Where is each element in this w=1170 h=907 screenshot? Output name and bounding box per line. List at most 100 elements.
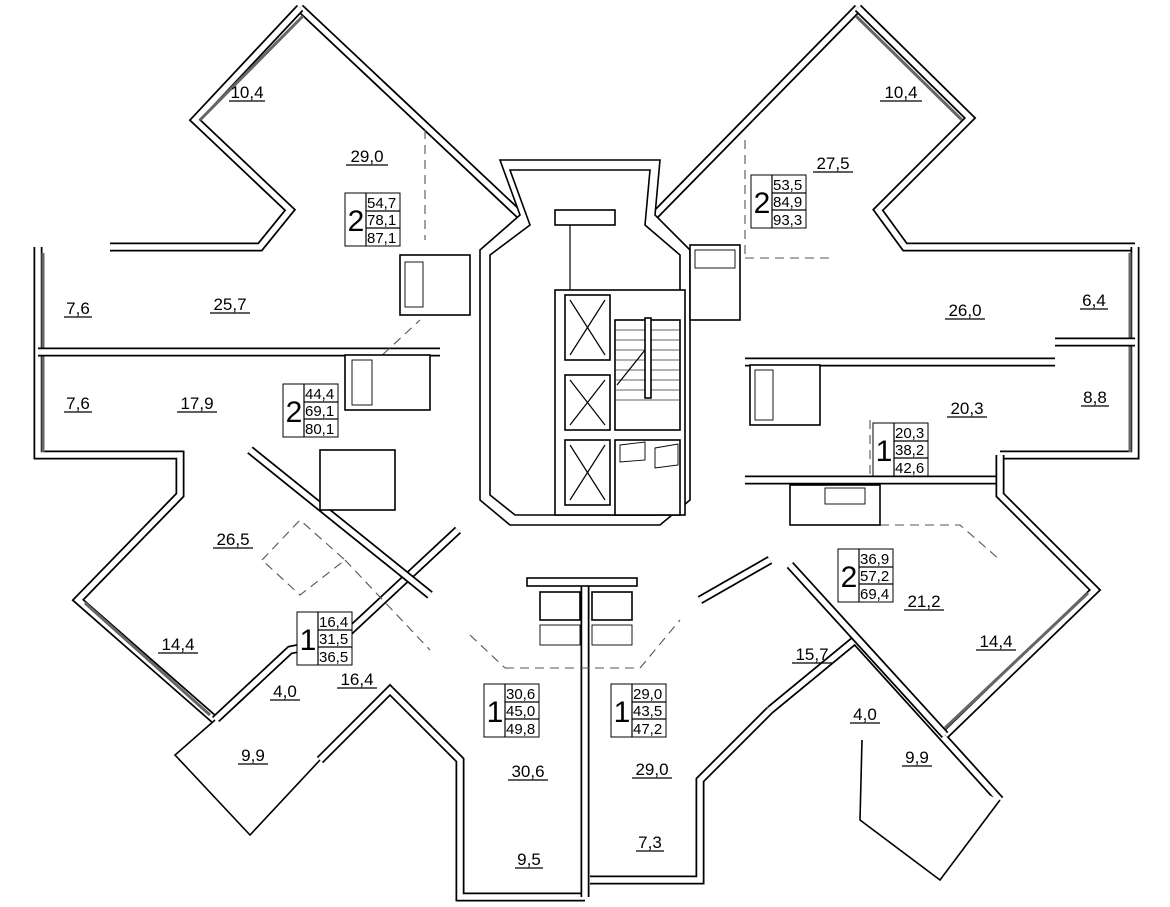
room-area-label: 4,0 bbox=[273, 682, 297, 701]
apartment-living-area: 16,4 bbox=[319, 614, 348, 631]
room-area-label: 20,3 bbox=[950, 399, 983, 418]
room-se-room: 15,7 bbox=[792, 645, 832, 664]
room-e-room-bottom: 20,3 bbox=[947, 399, 987, 418]
room-area-label: 27,5 bbox=[816, 154, 849, 173]
room-s-left-loggia: 9,5 bbox=[515, 850, 543, 869]
apartment-total-area: 38,2 bbox=[895, 442, 924, 459]
room-area-label: 4,0 bbox=[853, 705, 877, 724]
room-se-balcony-small: 4,0 bbox=[850, 705, 880, 724]
apartment-living-area: 54,7 bbox=[367, 195, 396, 212]
room-s-left-room: 30,6 bbox=[508, 762, 548, 781]
apartment-living-area: 36,9 bbox=[860, 551, 889, 568]
room-ne-living: 27,5 bbox=[813, 154, 853, 173]
walls bbox=[33, 4, 1140, 902]
apartment-room-count: 2 bbox=[348, 205, 365, 238]
room-area-label: 6,4 bbox=[1082, 291, 1106, 310]
room-se-kitchen: 21,2 bbox=[904, 592, 944, 611]
bathrooms bbox=[319, 244, 881, 646]
apartment-info-s-right: 1 29,0 43,5 47,2 bbox=[610, 683, 667, 738]
apartment-area-with-loggia: 87,1 bbox=[367, 230, 396, 247]
apartment-info-e: 1 20,3 38,2 42,6 bbox=[872, 422, 929, 477]
room-area-label: 21,2 bbox=[907, 592, 940, 611]
apartment-total-area: 45,0 bbox=[506, 703, 535, 720]
apartment-area-with-loggia: 47,2 bbox=[633, 721, 662, 738]
room-e-balcony-top: 6,4 bbox=[1080, 291, 1108, 310]
room-sw-living: 26,5 bbox=[213, 530, 253, 549]
room-area-label: 14,4 bbox=[161, 635, 194, 654]
room-area-label: 14,4 bbox=[979, 632, 1012, 651]
room-nw-loggia: 10,4 bbox=[229, 83, 265, 102]
room-area-label: 29,0 bbox=[635, 760, 668, 779]
apartment-area-with-loggia: 49,8 bbox=[506, 721, 535, 738]
apartment-info-w: 2 44,4 69,1 80,1 bbox=[282, 383, 339, 438]
room-w-room-top: 25,7 bbox=[210, 295, 250, 314]
room-area-label: 7,6 bbox=[66, 299, 90, 318]
room-area-label: 30,6 bbox=[511, 762, 544, 781]
apartment-room-count: 1 bbox=[614, 696, 631, 729]
apartment-total-area: 43,5 bbox=[633, 703, 662, 720]
apartment-living-area: 20,3 bbox=[895, 425, 924, 442]
apartment-living-area: 44,4 bbox=[305, 386, 334, 403]
apartment-area-with-loggia: 42,6 bbox=[895, 460, 924, 477]
room-area-label: 17,9 bbox=[180, 394, 213, 413]
apartment-info-boxes: 2 54,7 78,1 87,1 2 53,5 84,9 93,3 2 44,4… bbox=[282, 174, 929, 738]
room-se-loggia: 9,9 bbox=[902, 748, 932, 767]
room-area-label: 8,8 bbox=[1083, 388, 1107, 407]
room-area-label: 7,3 bbox=[638, 833, 662, 852]
room-e-room-top: 26,0 bbox=[945, 301, 985, 320]
room-e-balcony-bottom: 8,8 bbox=[1081, 388, 1109, 407]
apartment-area-with-loggia: 69,4 bbox=[860, 586, 889, 603]
room-w-balcony-top: 7,6 bbox=[64, 299, 92, 318]
apartment-area-with-loggia: 36,5 bbox=[319, 649, 348, 666]
elevator-shafts bbox=[564, 294, 611, 506]
room-w-room-bottom: 17,9 bbox=[177, 394, 217, 413]
apartment-living-area: 30,6 bbox=[506, 686, 535, 703]
apartment-info-sw: 1 16,4 31,5 36,5 bbox=[296, 611, 353, 666]
zone-boundaries bbox=[261, 130, 1001, 669]
apartment-total-area: 57,2 bbox=[860, 568, 889, 585]
apartment-info-se: 2 36,9 57,2 69,4 bbox=[837, 548, 894, 603]
apartment-living-area: 29,0 bbox=[633, 686, 662, 703]
apartment-area-with-loggia: 80,1 bbox=[305, 421, 334, 438]
apartment-room-count: 2 bbox=[754, 187, 771, 220]
building-core bbox=[479, 159, 691, 526]
room-w-balcony-bottom: 7,6 bbox=[64, 394, 92, 413]
room-area-label: 26,0 bbox=[948, 301, 981, 320]
apartment-living-area: 53,5 bbox=[773, 177, 802, 194]
room-area-label: 7,6 bbox=[66, 394, 90, 413]
room-sw-loggia: 9,9 bbox=[238, 746, 268, 765]
room-nw-living: 29,0 bbox=[346, 147, 388, 166]
room-area-label: 29,0 bbox=[350, 147, 383, 166]
apartment-total-area: 78,1 bbox=[367, 212, 396, 229]
apartment-area-with-loggia: 93,3 bbox=[773, 212, 802, 229]
apartment-room-count: 1 bbox=[487, 696, 504, 729]
apartment-total-area: 31,5 bbox=[319, 631, 348, 648]
apartment-total-area: 84,9 bbox=[773, 194, 802, 211]
apartment-room-count: 1 bbox=[876, 435, 893, 468]
apartment-room-count: 1 bbox=[300, 624, 317, 657]
apartment-info-nw: 2 54,7 78,1 87,1 bbox=[344, 192, 401, 247]
apartment-room-count: 2 bbox=[286, 396, 303, 429]
room-ne-loggia: 10,4 bbox=[880, 83, 922, 102]
room-area-label: 10,4 bbox=[884, 83, 917, 102]
room-area-label: 15,7 bbox=[795, 645, 828, 664]
room-sw-bedroom: 14,4 bbox=[158, 635, 198, 654]
room-s-right-loggia: 7,3 bbox=[636, 833, 664, 852]
room-area-label: 9,5 bbox=[517, 850, 541, 869]
room-area-label: 16,4 bbox=[340, 670, 373, 689]
apartment-info-s-left: 1 30,6 45,0 49,8 bbox=[483, 683, 540, 738]
room-se-bedroom: 14,4 bbox=[976, 632, 1016, 651]
room-area-label: 26,5 bbox=[216, 530, 249, 549]
room-sw-small-room: 16,4 bbox=[337, 670, 377, 689]
room-labels: 10,4 29,0 10,4 27,5 7,6 25,7 7,6 17,9 26… bbox=[64, 83, 1109, 869]
room-area-label: 9,9 bbox=[905, 748, 929, 767]
apartment-total-area: 69,1 bbox=[305, 403, 334, 420]
room-s-right-room: 29,0 bbox=[632, 760, 672, 779]
room-sw-balcony-small: 4,0 bbox=[270, 682, 300, 701]
room-area-label: 25,7 bbox=[213, 295, 246, 314]
staircase bbox=[614, 317, 681, 431]
room-area-label: 9,9 bbox=[241, 746, 265, 765]
apartment-info-ne: 2 53,5 84,9 93,3 bbox=[750, 174, 807, 229]
room-area-label: 10,4 bbox=[230, 83, 263, 102]
